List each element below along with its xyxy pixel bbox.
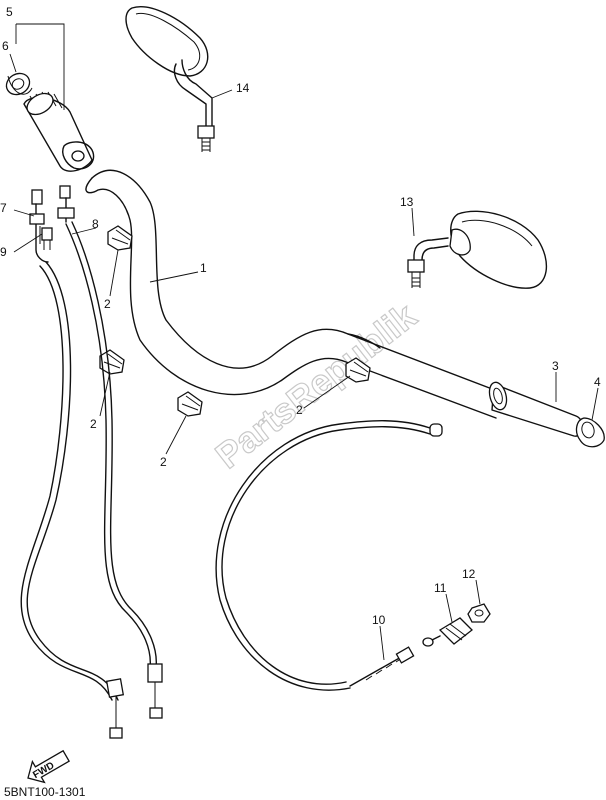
callout-13[interactable]: 13 xyxy=(400,195,414,209)
diagram-code: 5BNT100-1301 xyxy=(4,785,86,799)
callout-11[interactable]: 11 xyxy=(434,581,447,595)
grip-end-right[interactable] xyxy=(575,417,605,448)
handlebar[interactable] xyxy=(85,169,501,419)
callout-3[interactable]: 3 xyxy=(552,359,559,373)
cable-adjuster-8[interactable] xyxy=(57,185,75,223)
cable-left-outer[interactable] xyxy=(20,261,125,739)
clamp-1[interactable] xyxy=(107,225,133,251)
callout-2a[interactable]: 2 xyxy=(104,297,111,311)
fwd-arrow-icon: FWD xyxy=(27,749,70,784)
clamp-2[interactable] xyxy=(99,349,125,375)
callout-5[interactable]: 5 xyxy=(6,5,13,19)
locknut-12[interactable] xyxy=(467,603,491,623)
left-grip-assembly[interactable] xyxy=(23,89,95,172)
grip-end-cap[interactable] xyxy=(3,69,34,98)
callout-6[interactable]: 6 xyxy=(2,39,9,53)
callout-2c[interactable]: 2 xyxy=(160,455,167,469)
throttle-grip[interactable] xyxy=(487,380,584,437)
cable-adjuster-7[interactable] xyxy=(29,189,49,263)
cable-left-inner[interactable] xyxy=(65,221,163,719)
callout-2d[interactable]: 2 xyxy=(296,403,303,417)
callout-10[interactable]: 10 xyxy=(372,613,386,627)
clamp-3[interactable] xyxy=(177,391,203,417)
callout-7[interactable]: 7 xyxy=(0,201,7,215)
fwd-label: FWD xyxy=(31,760,56,781)
callout-9[interactable]: 9 xyxy=(0,245,7,259)
callouts: 5 6 14 7 8 9 1 13 2 2 2 2 2 3 4 11 12 10 xyxy=(0,5,601,627)
watermark: PartsRepublik xyxy=(208,294,425,476)
cable-right[interactable] xyxy=(215,420,443,691)
leader-lines xyxy=(9,23,599,661)
mirror-right[interactable] xyxy=(407,210,548,289)
mirror-left[interactable] xyxy=(125,6,215,152)
callout-2b[interactable]: 2 xyxy=(90,417,97,431)
callout-12[interactable]: 12 xyxy=(462,567,476,581)
callout-1[interactable]: 1 xyxy=(200,261,207,275)
callout-4[interactable]: 4 xyxy=(594,375,601,389)
adjuster-11[interactable] xyxy=(422,617,473,647)
callout-8[interactable]: 8 xyxy=(92,217,99,231)
callout-14[interactable]: 14 xyxy=(236,81,250,95)
clamp-4[interactable] xyxy=(345,357,371,383)
nut-9[interactable] xyxy=(41,227,53,250)
